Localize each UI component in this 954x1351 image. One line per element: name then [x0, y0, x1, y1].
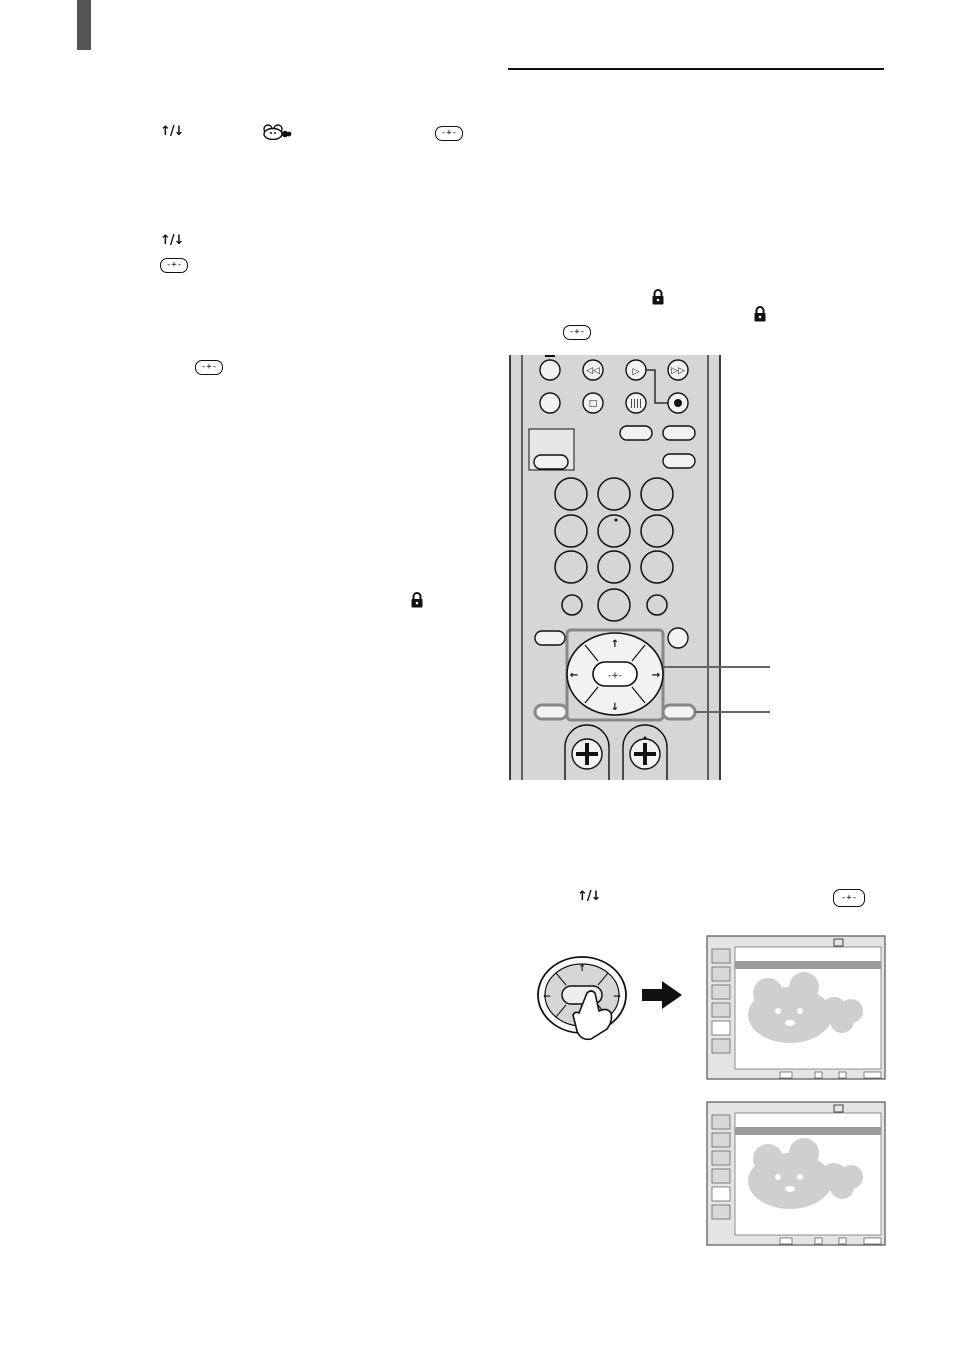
padlock-icon	[411, 592, 423, 608]
svg-text:→: →	[652, 670, 660, 681]
svg-text:↓: ↓	[611, 702, 619, 713]
svg-text:←: ←	[543, 992, 551, 1002]
tv-menu-screen	[706, 935, 886, 1080]
svg-text:-+-: -+-	[608, 671, 622, 681]
up-down-arrows-icon: ↑/↓	[160, 233, 185, 248]
svg-text:▷: ▷	[633, 367, 640, 377]
remote-control-illustration: ◁◁▷▷▷ □|||| ↑↓ ←→ -+-	[505, 355, 775, 780]
enter-button-icon: -+-	[833, 889, 865, 907]
joystick-press-illustration: ↑↓←→	[532, 955, 692, 1055]
enter-button-icon: -+-	[435, 126, 463, 141]
up-down-arrows-icon: ↑/↓	[577, 889, 602, 904]
up-down-arrows-icon: ↑/↓	[160, 124, 185, 139]
section-tab	[77, 0, 91, 50]
svg-text:□: □	[589, 399, 598, 409]
section-rule	[508, 68, 884, 70]
svg-text:→: →	[613, 992, 621, 1002]
svg-text:▷▷: ▷▷	[671, 366, 685, 376]
padlock-icon	[754, 306, 766, 322]
padlock-icon	[652, 289, 664, 305]
enter-button-icon: -+-	[160, 258, 188, 273]
svg-text:◁◁: ◁◁	[586, 366, 600, 376]
enter-button-icon: -+-	[195, 360, 223, 375]
teddy-bear-icon	[263, 124, 292, 140]
enter-button-icon: -+-	[563, 325, 591, 340]
svg-text:←: ←	[570, 670, 578, 681]
svg-text:↑: ↑	[578, 964, 586, 974]
tv-menu-screen	[706, 1101, 886, 1246]
svg-text:||||: ||||	[630, 399, 642, 409]
svg-text:↑: ↑	[611, 639, 619, 650]
